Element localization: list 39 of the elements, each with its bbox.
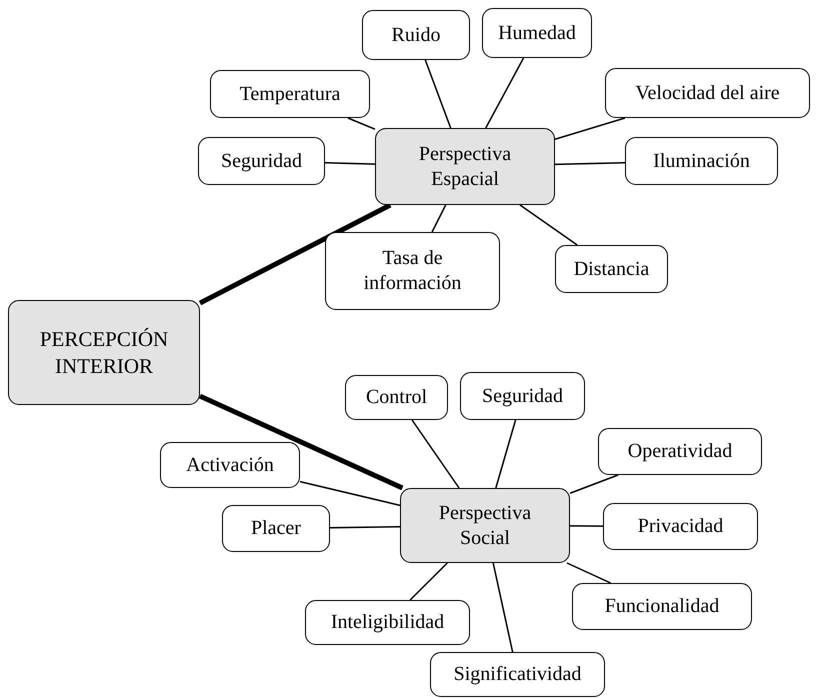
connector-line xyxy=(431,204,446,232)
connector-line xyxy=(198,394,404,490)
connector-line xyxy=(198,202,392,306)
concept-box: Control xyxy=(345,375,448,420)
connector-line xyxy=(410,562,448,601)
concept-box: Temperatura xyxy=(210,70,370,118)
connector-line xyxy=(554,117,626,140)
concept-box: Iluminación xyxy=(625,137,778,185)
connector-line xyxy=(570,525,603,527)
concept-box: Distancia xyxy=(555,245,668,293)
connector-line xyxy=(495,420,516,488)
connector-line xyxy=(424,60,452,128)
concept-box: Inteligibilidad xyxy=(305,600,470,645)
concept-box: Ruido xyxy=(362,10,470,60)
connector-line xyxy=(554,162,626,166)
central-concept-box: Perspectiva Social xyxy=(400,488,570,563)
connector-line xyxy=(411,420,460,488)
connector-line xyxy=(330,526,400,528)
concept-box: Activación xyxy=(160,442,300,488)
connector-line xyxy=(485,58,524,128)
concept-box: Significatividad xyxy=(430,652,605,697)
concept-box: Humedad xyxy=(482,8,592,58)
concept-box: Seguridad xyxy=(460,372,585,420)
connector-line xyxy=(520,204,578,246)
central-concept-box: Perspectiva Espacial xyxy=(375,128,555,205)
concept-box: Privacidad xyxy=(603,503,758,550)
central-concept-box: PERCEPCIÓN INTERIOR xyxy=(8,300,200,405)
connector-line xyxy=(570,474,618,494)
concept-box: Operatividad xyxy=(598,428,762,475)
concept-box: Placer xyxy=(222,505,330,552)
concept-box: Velocidad del aire xyxy=(605,68,810,118)
concept-box: Funcionalidad xyxy=(572,583,752,630)
concept-box: Tasa de información xyxy=(325,232,500,310)
connector-line xyxy=(324,162,376,165)
concept-box: Seguridad xyxy=(198,137,325,185)
connector-line xyxy=(492,562,514,652)
connector-line xyxy=(300,480,400,506)
connector-line xyxy=(348,117,376,130)
connector-line xyxy=(566,562,611,584)
